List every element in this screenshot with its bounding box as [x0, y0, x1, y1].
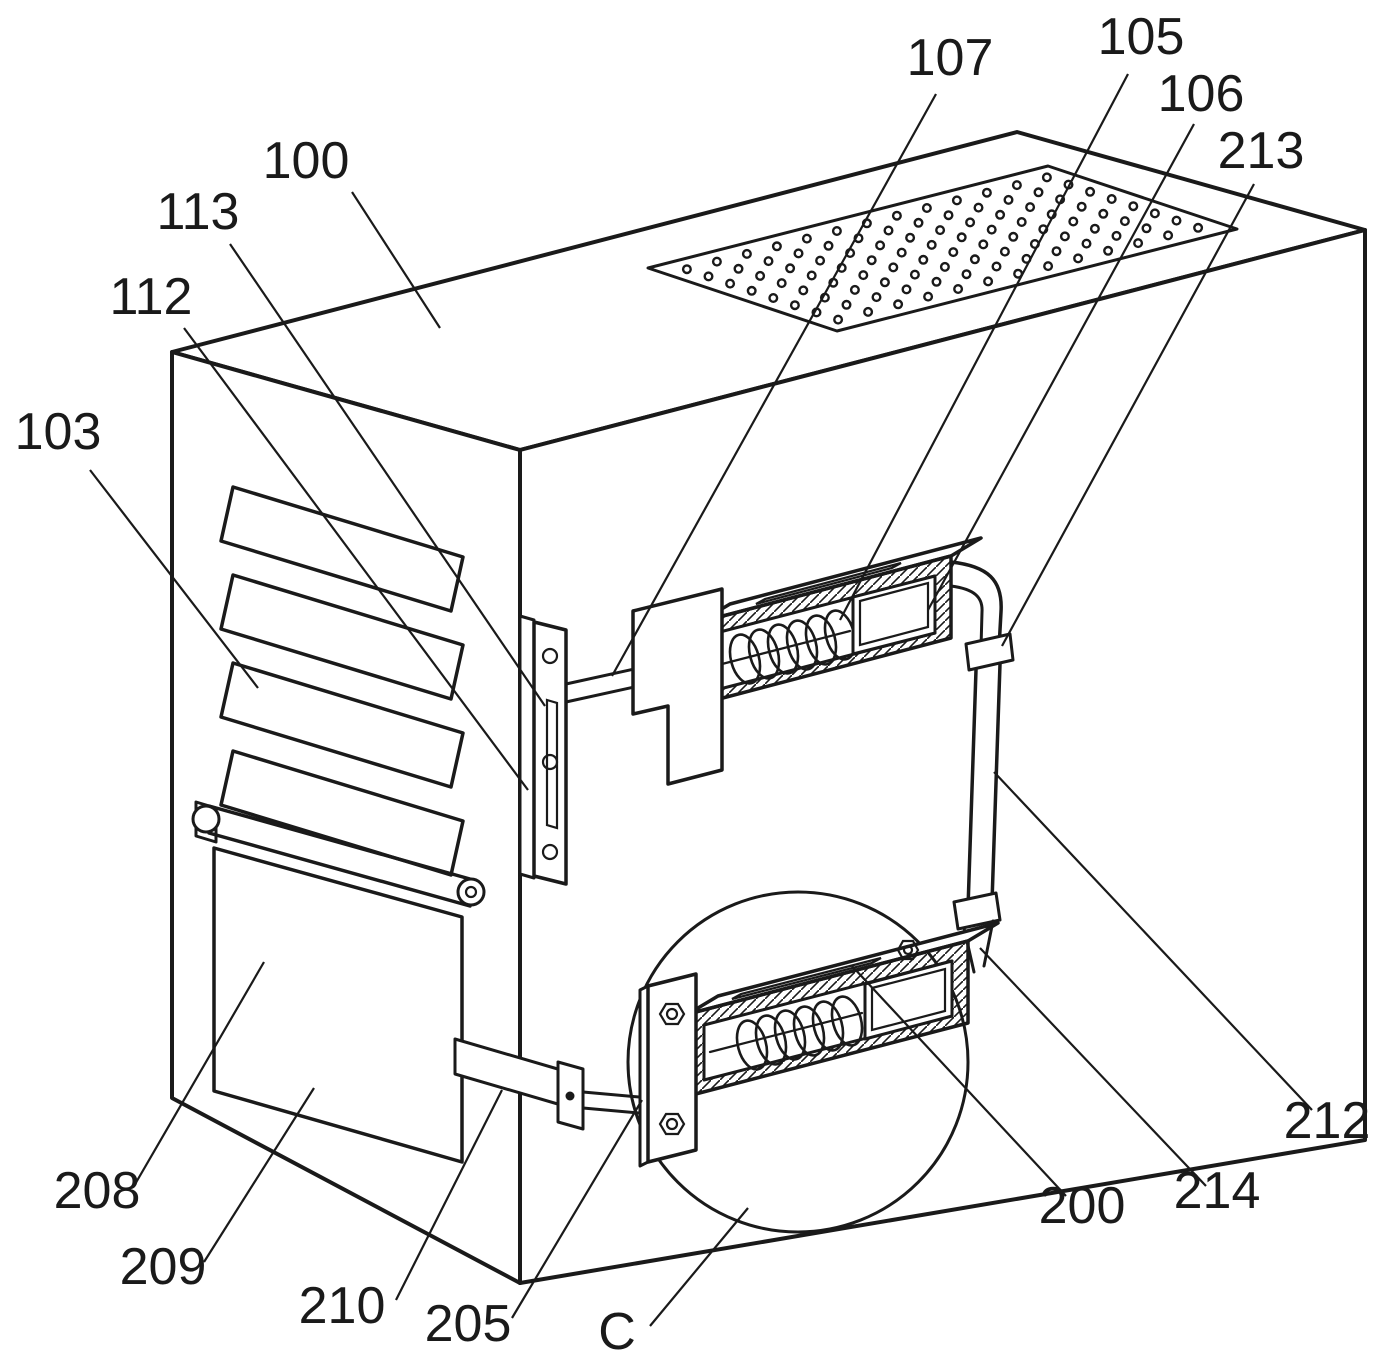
ref-label-212: 212: [1284, 1092, 1371, 1150]
leader-113: [229, 243, 546, 707]
rail-pin: [565, 1091, 575, 1101]
louver-slat: [219, 485, 465, 613]
slider-block: [851, 574, 937, 656]
leader-213: [1001, 183, 1255, 647]
leader-210: [395, 1089, 503, 1301]
leader-100: [351, 191, 441, 329]
ref-label-107: 107: [907, 29, 994, 87]
leader-c: [649, 1207, 749, 1327]
roller-end-cap-right: [456, 877, 486, 907]
ref-label-c: C: [598, 1303, 636, 1361]
pipe-collar-bottom: [952, 891, 1002, 931]
upper-spring-assembly: [564, 536, 983, 786]
mounting-plate: [518, 614, 568, 886]
upper-bracket: [631, 587, 724, 786]
leader-205: [511, 1099, 643, 1319]
leader-105: [839, 73, 1129, 621]
leader-106: [927, 123, 1195, 611]
leader-200: [851, 965, 1067, 1197]
leader-112: [183, 327, 529, 791]
ref-label-100: 100: [263, 132, 350, 190]
louver-slats: [219, 485, 465, 877]
ref-label-214: 214: [1174, 1162, 1261, 1220]
pipe-elbow: [949, 560, 1003, 650]
ref-label-209: 209: [120, 1238, 207, 1296]
leader-103: [89, 469, 259, 689]
spring-axis: [720, 629, 852, 666]
leader-209: [203, 1087, 315, 1263]
ref-label-213: 213: [1218, 122, 1305, 180]
leader-214: [979, 947, 1207, 1187]
louver-slat: [219, 573, 465, 701]
perforated-panel-border: [646, 164, 1239, 333]
ref-label-205: 205: [425, 1295, 512, 1353]
housing-top-slot: [731, 956, 882, 1001]
louver-slat: [219, 661, 465, 789]
slider-block: [863, 959, 954, 1041]
spring-axis: [708, 1011, 864, 1054]
leader-107: [611, 93, 937, 677]
plate-bolt: [541, 843, 559, 861]
ref-label-210: 210: [299, 1277, 386, 1335]
housing-top-slot: [755, 561, 902, 606]
mounting-plate-back: [518, 614, 536, 880]
detail-circle-c: [626, 890, 970, 1234]
roller-end-cap-left: [191, 804, 221, 834]
ref-label-105: 105: [1098, 8, 1185, 66]
leader-lines: [89, 73, 1313, 1327]
perforated-panel: [646, 164, 1239, 333]
leader-208: [133, 961, 265, 1187]
ref-label-112: 112: [110, 268, 193, 326]
ref-label-208: 208: [54, 1162, 141, 1220]
lower-mounting-plate: [646, 972, 698, 1164]
mounting-plate-slot: [545, 698, 559, 830]
lower-spring-assembly: [638, 921, 1000, 1168]
hex-bolt: [658, 1112, 686, 1136]
coil-spring: [735, 995, 864, 1071]
hex-bolt: [658, 1002, 686, 1026]
roller-shade: [191, 800, 652, 1164]
ref-label-103: 103: [15, 403, 102, 461]
pipe-run: [966, 668, 978, 910]
perforation-holes: [681, 172, 1204, 325]
ref-label-200: 200: [1039, 1177, 1126, 1235]
lower-housing: [686, 921, 1000, 1098]
shade-panel: [212, 846, 464, 1164]
ref-label-106: 106: [1158, 65, 1245, 123]
ref-label-113: 113: [157, 183, 240, 241]
pipe-collar-top: [964, 632, 1015, 672]
plate-bolt: [541, 647, 559, 665]
leader-212: [993, 771, 1313, 1111]
reference-labels: 100 113 112 103 107 105 106 213 212 214 …: [15, 8, 1371, 1361]
plate-bolt: [541, 753, 559, 771]
